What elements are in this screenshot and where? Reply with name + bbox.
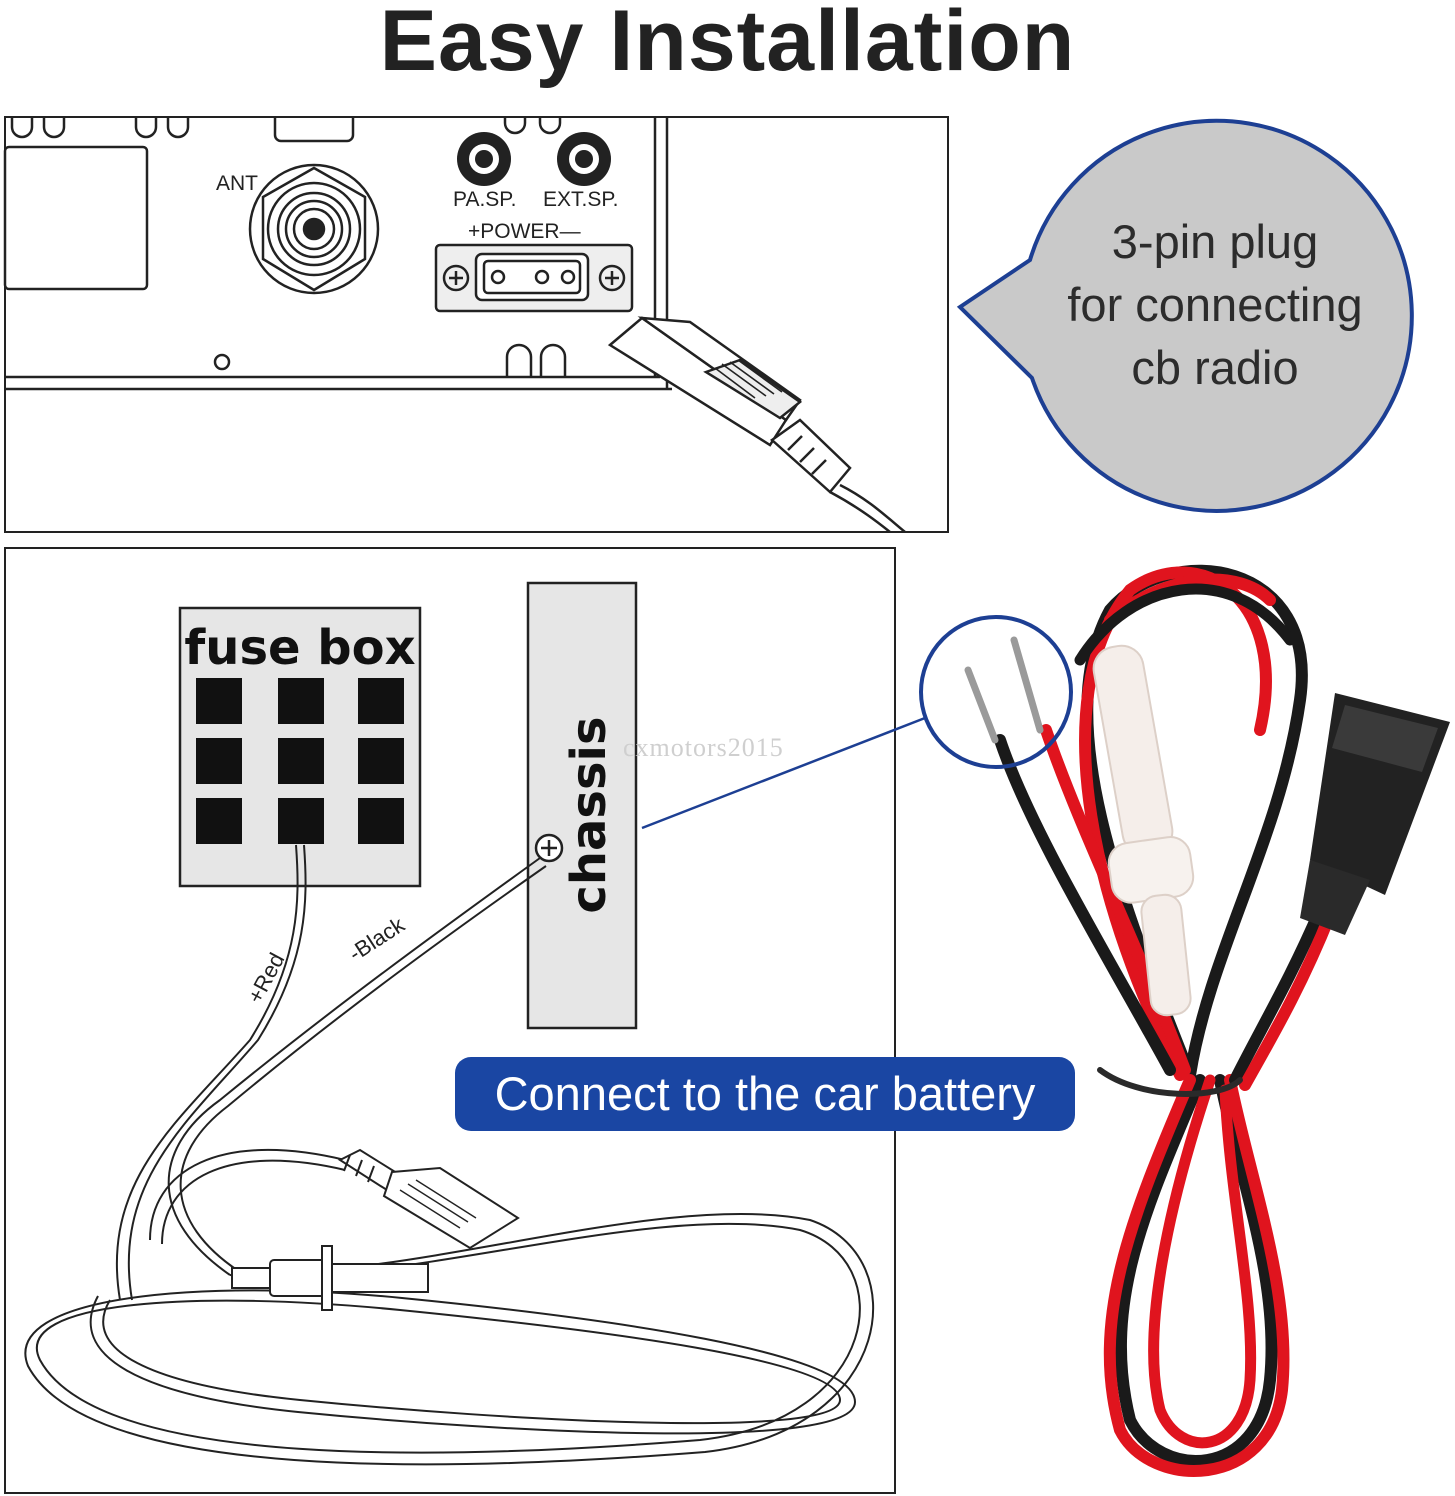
pa-sp-jack [457,132,511,186]
battery-label: Connect to the car battery [455,1057,1075,1131]
watermark: cxmotors2015 [623,733,784,762]
callout-line-3: cb radio [1131,341,1299,394]
callout-line-2: for connecting [1067,278,1363,331]
ant-label: ANT [216,172,258,195]
chassis-plate [526,581,638,1030]
chassis-screw-icon [534,833,564,863]
ext-sp-label: EXT.SP. [543,188,619,211]
fuse-box-label: fuse box [184,620,415,676]
power-socket [434,243,634,313]
cable-photo [964,564,1336,1477]
diagram-plug [337,1148,520,1250]
radio-back-panel [3,116,949,533]
pointer-line [641,716,926,830]
diagram-fuse-holder [231,1245,429,1311]
wire-ends-highlight [919,615,1073,769]
diagram-wires [24,844,875,1466]
ext-sp-jack [557,132,611,186]
photo-connector [1300,693,1450,935]
red-wire-label: +Red [242,949,289,1008]
wiring-panel [4,547,896,1494]
radio-power-plug [607,316,906,533]
pa-sp-label: PA.SP. [453,188,516,211]
ant-connector [248,163,380,295]
photo-fuse-holder [1092,644,1195,1017]
page-title: Easy Installation [379,0,1076,89]
fuse-box [178,606,422,888]
power-label: +POWER— [468,220,581,243]
black-wire-label: -Black [344,911,410,966]
callout-bubble [956,118,1414,513]
callout-line-1: 3-pin plug [1111,215,1319,268]
callout-text: 3-pin plug for connecting cb radio [1030,210,1400,399]
chassis-label: chassis [561,716,617,913]
